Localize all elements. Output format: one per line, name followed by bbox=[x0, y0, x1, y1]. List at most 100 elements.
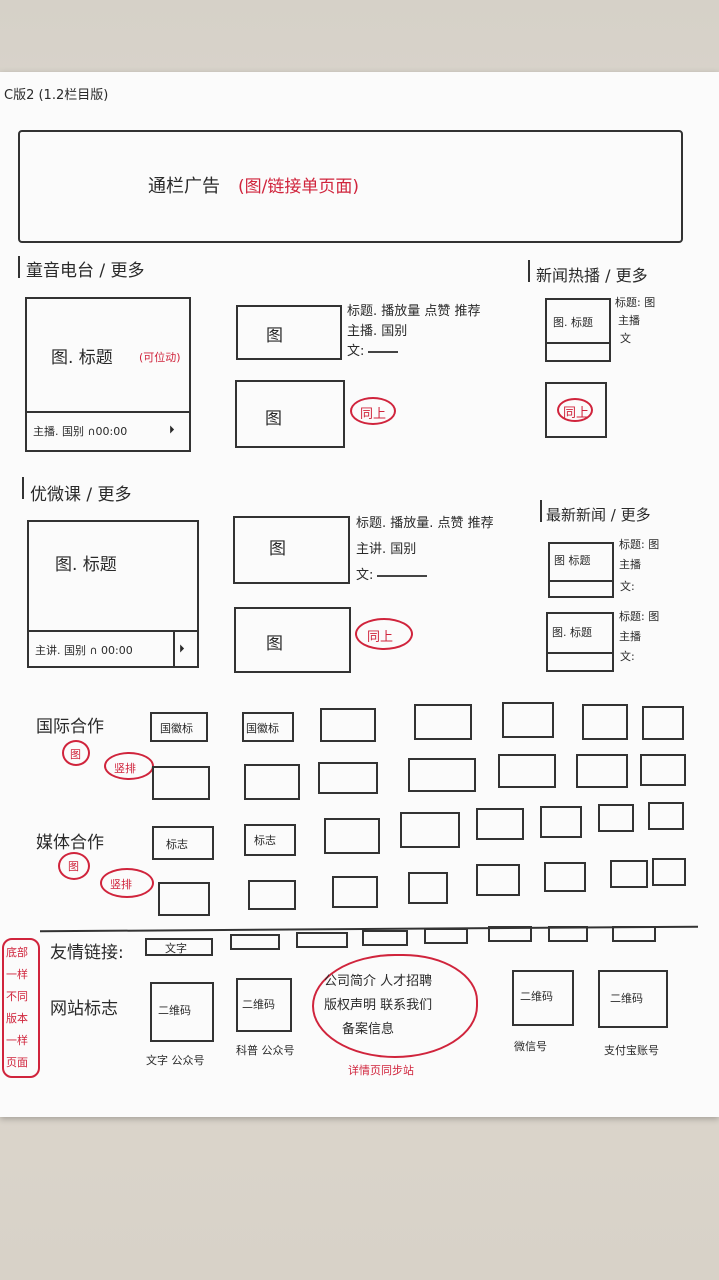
info-line-1[interactable]: 公司简介 人才招聘 bbox=[324, 974, 433, 989]
media-logo-11[interactable] bbox=[332, 876, 378, 908]
big-card-note: (可位动) bbox=[139, 351, 181, 364]
play-icon[interactable]: ⏵ bbox=[179, 642, 185, 655]
qr-code-3[interactable]: 二维码 bbox=[512, 970, 574, 1026]
intl-logo-1[interactable]: 国徽标 bbox=[150, 712, 208, 742]
big-card-img-title: 图. 标题 bbox=[51, 348, 113, 368]
intl-logo-3[interactable] bbox=[320, 708, 376, 742]
news-hot-title[interactable]: 新闻热播 / 更多 bbox=[536, 266, 648, 285]
media-logo-5[interactable] bbox=[476, 808, 524, 840]
big-card2-bottom: 主讲. 国别 ∩ 00:00 bbox=[35, 644, 133, 657]
latest-card1-side-2: 主播 bbox=[619, 558, 641, 571]
section2-info-line3: 文: bbox=[356, 564, 428, 583]
latest-news-card-1[interactable]: 图 标题 bbox=[548, 542, 614, 598]
intl-logo-10[interactable] bbox=[318, 762, 378, 794]
latest-news-title[interactable]: 最新新闻 / 更多 bbox=[546, 506, 651, 524]
media-logo-16[interactable] bbox=[652, 858, 686, 886]
page-header: C版2 (1.2栏目版) bbox=[4, 88, 109, 103]
friend-link-5[interactable] bbox=[424, 928, 468, 944]
latest-card2-side-1: 标题: 图 bbox=[619, 610, 660, 623]
friend-link-8[interactable] bbox=[612, 926, 656, 942]
latest-card1-side-3: 文: bbox=[620, 580, 635, 593]
friendly-links-label: 友情链接: bbox=[50, 943, 124, 963]
news-hot-side-3: 文 bbox=[620, 332, 631, 345]
friend-link-1[interactable]: 文字 bbox=[145, 938, 213, 956]
footer-info-oval: 公司简介 人才招聘 版权声明 联系我们 备案信息 bbox=[312, 954, 478, 1058]
intl-logo-9[interactable] bbox=[244, 764, 300, 800]
section2-info-line1: 标题. 播放量. 点赞 推荐 bbox=[356, 516, 494, 531]
intl-logo-14[interactable] bbox=[640, 754, 686, 786]
news-hot-card-2[interactable]: 同上 bbox=[545, 382, 607, 438]
news-hot-card-1[interactable]: 图. 标题 bbox=[545, 298, 611, 362]
intl-logo-4[interactable] bbox=[414, 704, 472, 740]
media-logo-6[interactable] bbox=[540, 806, 582, 838]
intl-logo-11[interactable] bbox=[408, 758, 476, 792]
section1-info-line1: 标题. 播放量 点赞 推荐 bbox=[347, 304, 481, 319]
intl-logo-13[interactable] bbox=[576, 754, 628, 788]
news-hot-side-2: 主播 bbox=[618, 314, 640, 327]
friend-link-3[interactable] bbox=[296, 932, 348, 948]
latest-card1-side-1: 标题: 图 bbox=[619, 538, 660, 551]
qr-caption-2: 科普 公众号 bbox=[236, 1044, 295, 1057]
section1-thumb-2[interactable]: 图 bbox=[235, 380, 345, 448]
media-logo-1[interactable]: 标志 bbox=[152, 826, 214, 860]
intl-logo-6[interactable] bbox=[582, 704, 628, 740]
media-logo-10[interactable] bbox=[248, 880, 296, 910]
section1-info-line3: 文: bbox=[347, 340, 399, 359]
friend-link-4[interactable] bbox=[362, 930, 408, 946]
media-logo-4[interactable] bbox=[400, 812, 460, 848]
thumb-label: 图 bbox=[265, 409, 282, 429]
qr-code-2[interactable]: 二维码 bbox=[236, 978, 292, 1032]
section2-info-line2: 主讲. 国别 bbox=[356, 542, 417, 557]
section1-thumb-1[interactable]: 图 bbox=[236, 305, 342, 360]
banner-note: (图/链接单页面) bbox=[238, 177, 359, 197]
media-logo-13[interactable] bbox=[476, 864, 520, 896]
footer-side-note: 底部 一样 不同 版本 一样 页面 bbox=[2, 938, 40, 1078]
section2-title[interactable]: 优微课 / 更多 bbox=[30, 485, 132, 505]
section2-same-note: 同上 bbox=[355, 618, 413, 650]
intl-logo-2[interactable]: 国徽标 bbox=[242, 712, 294, 742]
thumb-label: 图 bbox=[269, 539, 286, 559]
media-logo-12[interactable] bbox=[408, 872, 448, 904]
intl-vertical-note: 竖排 bbox=[104, 752, 154, 780]
paper-sheet: C版2 (1.2栏目版) 通栏广告 (图/链接单页面) 童音电台 / 更多 新闻… bbox=[0, 72, 719, 1117]
intl-logo-12[interactable] bbox=[498, 754, 556, 788]
section2-thumb-1[interactable]: 图 bbox=[233, 516, 350, 584]
qr-caption-4: 支付宝账号 bbox=[604, 1044, 659, 1057]
section2-big-card[interactable]: 图. 标题 主讲. 国别 ∩ 00:00 ⏵ bbox=[27, 520, 199, 668]
banner-ad[interactable]: 通栏广告 (图/链接单页面) bbox=[18, 130, 683, 243]
big-card-bottom: 主播. 国别 ∩00:00 bbox=[33, 425, 128, 438]
media-logo-8[interactable] bbox=[648, 802, 684, 830]
info-line-3[interactable]: 备案信息 bbox=[342, 1022, 395, 1037]
media-logo-14[interactable] bbox=[544, 862, 586, 892]
media-vertical-note: 竖排 bbox=[100, 868, 154, 898]
latest-card2-side-2: 主播 bbox=[619, 630, 641, 643]
section1-info-line2: 主播. 国别 bbox=[347, 324, 408, 339]
media-label: 媒体合作 bbox=[36, 833, 104, 853]
qr-code-4[interactable]: 二维码 bbox=[598, 970, 668, 1028]
intl-logo-8[interactable] bbox=[152, 766, 210, 800]
same-note-circle: 同上 bbox=[557, 398, 593, 422]
media-logo-2[interactable]: 标志 bbox=[244, 824, 296, 856]
friend-link-2[interactable] bbox=[230, 934, 280, 950]
banner-text: 通栏广告 bbox=[148, 176, 220, 197]
media-logo-7[interactable] bbox=[598, 804, 634, 832]
latest-news-card-2[interactable]: 图. 标题 bbox=[546, 612, 614, 672]
section1-title[interactable]: 童音电台 / 更多 bbox=[26, 261, 145, 281]
media-logo-15[interactable] bbox=[610, 860, 648, 888]
intl-icon-note: 图 bbox=[62, 740, 90, 766]
media-logo-3[interactable] bbox=[324, 818, 380, 854]
section1-big-card[interactable]: 图. 标题 (可位动) 主播. 国别 ∩00:00 ⏵ bbox=[25, 297, 191, 452]
thumb-label: 图 bbox=[266, 634, 283, 654]
info-line-2[interactable]: 版权声明 联系我们 bbox=[324, 998, 433, 1013]
play-icon[interactable]: ⏵ bbox=[169, 423, 175, 436]
intl-logo-5[interactable] bbox=[502, 702, 554, 738]
intl-logo-7[interactable] bbox=[642, 706, 684, 740]
friend-link-7[interactable] bbox=[548, 926, 588, 942]
info-note: 详情页同步站 bbox=[348, 1064, 414, 1077]
section2-thumb-2[interactable]: 图 bbox=[234, 607, 351, 673]
media-logo-9[interactable] bbox=[158, 882, 210, 916]
friend-link-6[interactable] bbox=[488, 926, 532, 942]
qr-code-1[interactable]: 二维码 bbox=[150, 982, 214, 1042]
qr-caption-1: 文字 公众号 bbox=[146, 1054, 205, 1067]
latest-card2-side-3: 文: bbox=[620, 650, 635, 663]
